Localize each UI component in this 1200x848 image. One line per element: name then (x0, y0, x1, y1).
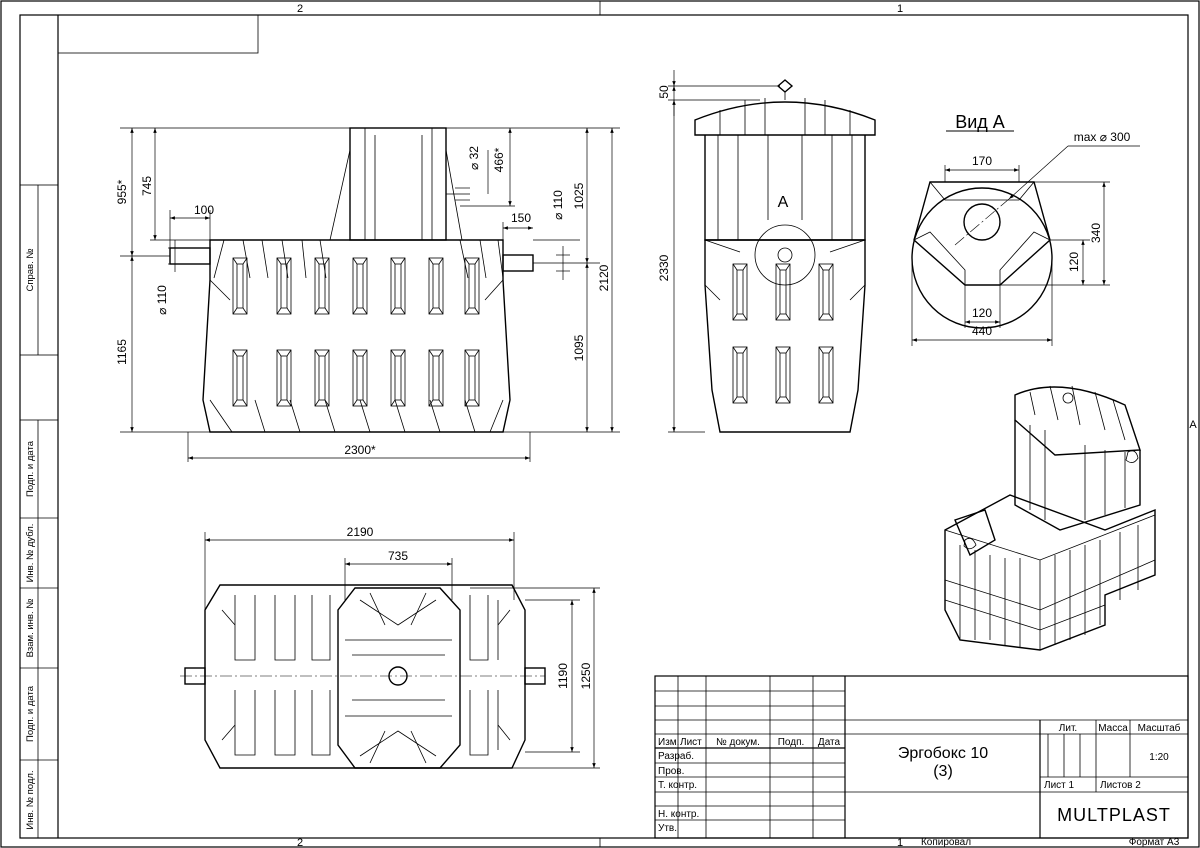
zone-markers: 2 1 2 1 A (297, 3, 1197, 848)
strip-sprav: Справ. № (25, 248, 36, 291)
side-view-dimensions: 50 2330 (657, 70, 780, 433)
tb-scale-value: 1:20 (1149, 752, 1169, 763)
tb-role-razrab: Разраб. (658, 750, 694, 762)
plan-view-body (204, 584, 526, 769)
dim-170: 170 (972, 154, 992, 168)
tb-role-utv: Утв. (658, 823, 677, 834)
dim-2330: 2330 (657, 254, 671, 281)
isometric-view (944, 385, 1156, 651)
zone-right-a: A (1189, 419, 1197, 431)
zone-bottom-2: 2 (297, 837, 303, 848)
tb-product-name: Эргобокс 10 (898, 745, 988, 762)
footer-format: Формат A3 (1129, 837, 1180, 848)
view-a-hatch (913, 181, 1051, 286)
dim-1165: 1165 (115, 339, 129, 365)
dim-100: 100 (194, 203, 214, 217)
dim-max-300: max ⌀ 300 (1074, 130, 1131, 144)
dim-955: 955* (115, 179, 129, 204)
tb-role-prov: Пров. (658, 766, 684, 777)
plan-view-inlet-pipe (184, 667, 206, 685)
dim-2120: 2120 (597, 264, 611, 291)
dim-120-vertical: 120 (1067, 252, 1081, 272)
zone-bottom-1: 1 (897, 837, 903, 848)
dim-1250: 1250 (579, 662, 593, 689)
tb-lit-label: Лит. (1059, 723, 1077, 734)
plan-view-outlet-pipe (524, 667, 546, 685)
zone-top-1: 1 (897, 3, 903, 15)
tb-header-data: Дата (818, 737, 841, 748)
side-view-marker-a: A (778, 194, 789, 211)
tb-role-n-kontr: Н. контр. (658, 809, 699, 820)
tb-mass-label: Масса (1098, 723, 1128, 734)
front-view-windows (232, 257, 480, 407)
tb-sheets-label: Листов 2 (1100, 780, 1141, 791)
dim-2300: 2300* (344, 443, 376, 457)
strip-podp-data-1: Подп. и дата (25, 685, 36, 742)
dim-440: 440 (972, 324, 992, 338)
zone-top-2: 2 (297, 3, 303, 15)
dim-2190: 2190 (347, 525, 374, 539)
front-view-neck (349, 127, 447, 241)
view-a-title: Вид А (955, 112, 1005, 132)
left-strip: Инв. № подл. Подп. и дата Взам. инв. № И… (19, 184, 59, 839)
strip-podp-data-2: Подп. и дата (25, 440, 36, 497)
tb-header-izm: Изм. (658, 737, 679, 748)
side-view-body (694, 79, 876, 433)
isometric-lid (1014, 386, 1141, 456)
tb-role-t-kontr: Т. контр. (658, 780, 697, 791)
dim-340: 340 (1089, 223, 1103, 243)
plan-view-windows (221, 595, 511, 756)
tb-sheet-label: Лист 1 (1044, 780, 1075, 791)
view-a-dimensions: max ⌀ 300 170 340 120 120 440 (911, 130, 1140, 346)
dim-1190: 1190 (556, 663, 570, 689)
front-view-outlet-pipe (502, 254, 534, 272)
dim-150: 150 (511, 211, 531, 225)
dim-d110-left: ⌀ 110 (155, 285, 169, 315)
tb-header-list: Лист (680, 737, 702, 748)
side-view: A 50 2330 (657, 70, 876, 433)
top-left-stamp-box (57, 14, 259, 54)
footer-copied: Копировал (921, 837, 971, 848)
side-view-hatch-circle (754, 224, 816, 286)
strip-vzam-inv: Взам. инв. № (25, 599, 36, 658)
dim-466: 466* (492, 147, 506, 172)
plan-view-dimensions: 2190 735 1190 1250 (204, 525, 600, 769)
dim-735: 735 (388, 549, 408, 563)
dim-1095: 1095 (572, 334, 586, 361)
tb-company: MULTPLAST (1057, 805, 1171, 825)
dim-d32: ⌀ 32 (467, 146, 481, 170)
dim-50: 50 (657, 85, 671, 99)
front-view: 955* 745 100 ⌀ 32 466* 150 ⌀ 110 1025 ⌀ … (115, 127, 620, 462)
plan-view: 2190 735 1190 1250 (180, 525, 600, 769)
dim-120-horizontal: 120 (972, 306, 992, 320)
dim-d110-right: ⌀ 110 (551, 190, 565, 220)
title-block: Изм. Лист № докум. Подп. Дата Разраб. Пр… (654, 675, 1189, 839)
front-view-inlet-pipe (169, 247, 211, 265)
dim-745: 745 (140, 176, 154, 196)
strip-inv-podl: Инв. № подл. (25, 770, 36, 829)
front-view-body (169, 127, 534, 433)
tb-header-podp: Подп. (778, 737, 805, 748)
tb-header-dokum: № докум. (716, 737, 760, 748)
front-view-dimensions: 955* 745 100 ⌀ 32 466* 150 ⌀ 110 1025 ⌀ … (115, 127, 620, 462)
strip-inv-dubl: Инв. № дубл. (25, 524, 36, 583)
dim-1025: 1025 (572, 182, 586, 209)
isometric-body (944, 494, 1156, 651)
view-a-inner-hole (963, 203, 1001, 241)
tb-product-variant: (3) (933, 763, 953, 780)
tb-scale-label: Масштаб (1138, 722, 1181, 734)
view-a: Вид А max ⌀ 300 170 340 120 (911, 112, 1140, 346)
plan-view-center-module (337, 587, 461, 769)
